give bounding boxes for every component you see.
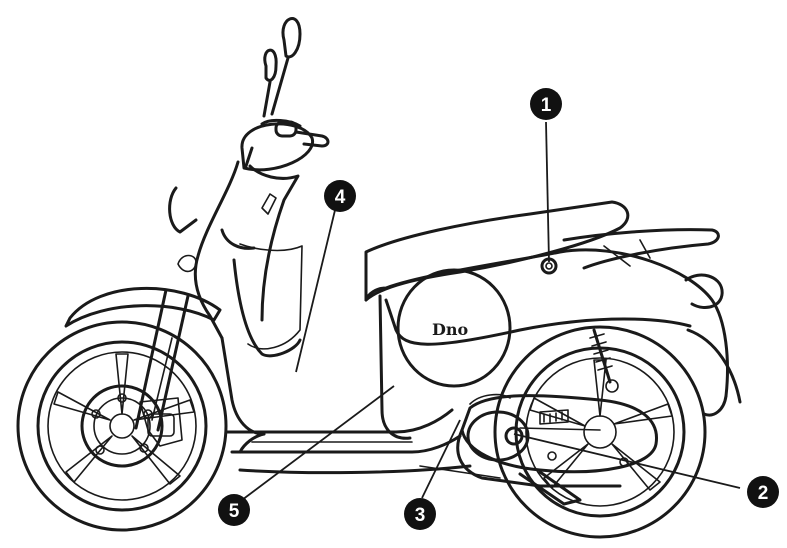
right-mirror — [262, 48, 278, 118]
left-mirror — [270, 17, 302, 116]
callout-badge-5: 5 — [218, 494, 250, 526]
callout-badge-4: 4 — [324, 180, 356, 212]
front-fender — [64, 287, 222, 328]
fuel-filler-cap — [540, 257, 558, 275]
front-fork — [134, 288, 190, 432]
callout-label-2: 2 — [758, 483, 769, 504]
rear-shock-absorber — [589, 328, 619, 393]
brand-logo-text: Dno — [432, 320, 469, 339]
headset-and-leg-shield — [168, 160, 303, 436]
callout-badge-1: 1 — [530, 88, 562, 120]
side-cover-oval: Dno — [396, 268, 512, 388]
engine-cvt-cover — [456, 393, 658, 488]
callout-badge-3: 3 — [404, 498, 436, 530]
callout-leaders — [241, 121, 741, 501]
rear-body-panel — [364, 248, 729, 440]
handlebar — [240, 118, 330, 172]
front-wheel — [16, 320, 228, 532]
kickstand — [419, 465, 582, 506]
callout-label-1: 1 — [541, 95, 552, 116]
front-brake-disc — [80, 384, 183, 468]
callout-label-5: 5 — [229, 501, 240, 522]
callout-badge-2: 2 — [747, 476, 779, 508]
callout-label-4: 4 — [335, 187, 346, 208]
rear-fender — [686, 328, 742, 404]
callout-label-3: 3 — [415, 505, 426, 526]
